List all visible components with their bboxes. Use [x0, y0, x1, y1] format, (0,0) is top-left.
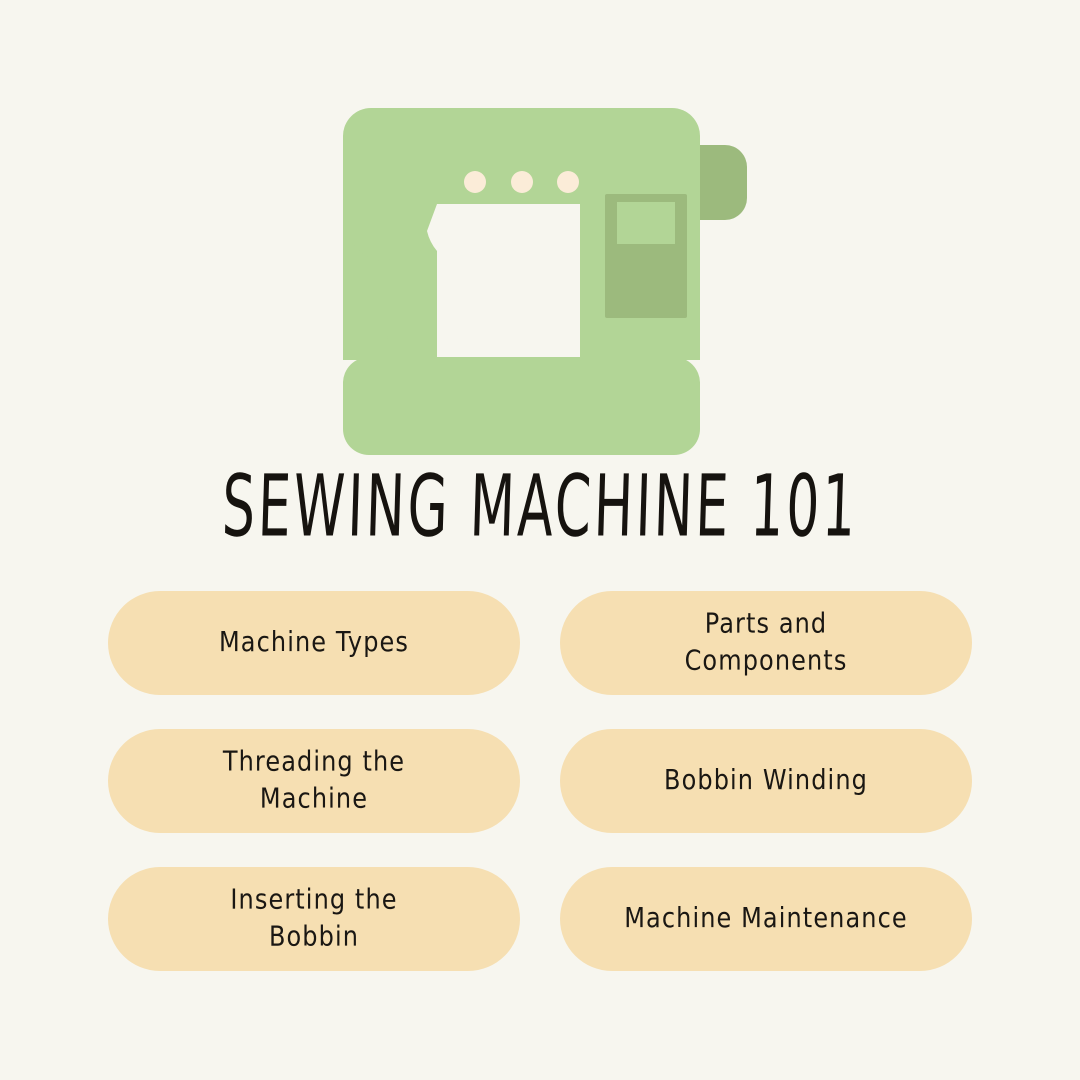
topic-pill-machine-types[interactable]: Machine Types	[108, 591, 520, 695]
sewing-machine-svg	[343, 108, 747, 455]
machine-cutout-rect	[437, 204, 580, 360]
machine-base	[343, 357, 700, 455]
topic-menu-grid: Machine Types Parts and Components Threa…	[108, 591, 972, 971]
page-title-container: SEWING MACHINE 101	[0, 457, 1080, 557]
topic-pill-label: Parts and Components	[684, 607, 848, 677]
topic-pill-machine-maintenance[interactable]: Machine Maintenance	[560, 867, 972, 971]
topic-pill-inserting-the-bobbin[interactable]: Inserting the Bobbin	[108, 867, 520, 971]
topic-pill-threading-the-machine[interactable]: Threading the Machine	[108, 729, 520, 833]
topic-pill-bobbin-winding[interactable]: Bobbin Winding	[560, 729, 972, 833]
sewing-machine-illustration	[0, 0, 1080, 470]
panel-screen	[617, 202, 675, 244]
page-title: SEWING MACHINE 101	[220, 457, 860, 557]
topic-pill-label: Threading the Machine	[222, 745, 406, 815]
indicator-dot-2	[511, 171, 533, 193]
needle-icon	[383, 256, 390, 348]
needle-head	[343, 190, 437, 262]
indicator-dot-1	[464, 171, 486, 193]
topic-pill-label: Machine Maintenance	[624, 901, 908, 935]
topic-pill-label: Inserting the Bobbin	[230, 883, 398, 953]
handwheel-icon	[690, 145, 747, 220]
topic-pill-parts-and-components[interactable]: Parts and Components	[560, 591, 972, 695]
indicator-dot-3	[557, 171, 579, 193]
topic-pill-label: Machine Types	[218, 625, 410, 659]
topic-pill-label: Bobbin Winding	[664, 763, 868, 797]
